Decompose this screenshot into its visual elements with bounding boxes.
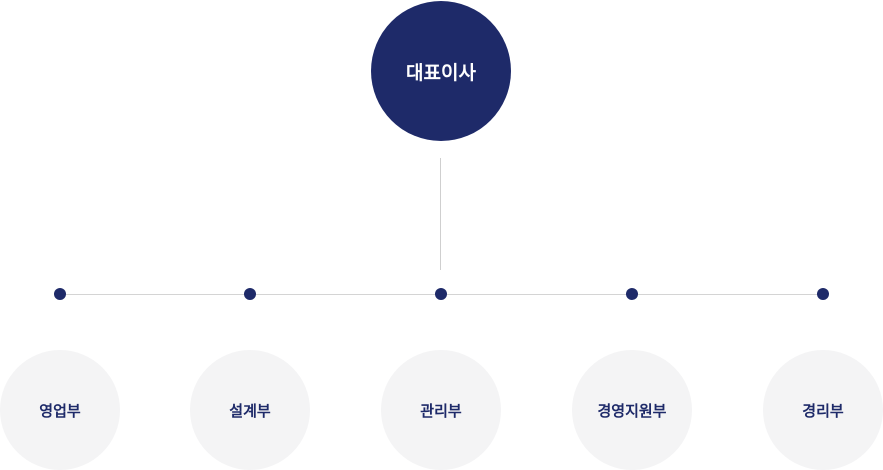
dept-node-design: 설계부 [190, 350, 310, 470]
dept-label: 경리부 [802, 401, 844, 420]
dept-label: 경영지원부 [597, 401, 667, 420]
connector-dot [435, 288, 447, 300]
connector-dot [244, 288, 256, 300]
dept-label: 설계부 [229, 401, 271, 420]
dept-node-accounting: 경리부 [763, 350, 883, 470]
dept-node-management: 관리부 [381, 350, 501, 470]
ceo-node: 대표이사 [371, 1, 511, 141]
connector-dot [817, 288, 829, 300]
dept-node-sales: 영업부 [0, 350, 120, 470]
connector-dot [626, 288, 638, 300]
dept-label: 관리부 [420, 401, 462, 420]
ceo-connector-line [440, 158, 441, 270]
dept-node-business-support: 경영지원부 [572, 350, 692, 470]
connector-dot [54, 288, 66, 300]
ceo-label: 대표이사 [406, 61, 476, 84]
dept-label: 영업부 [39, 401, 81, 420]
